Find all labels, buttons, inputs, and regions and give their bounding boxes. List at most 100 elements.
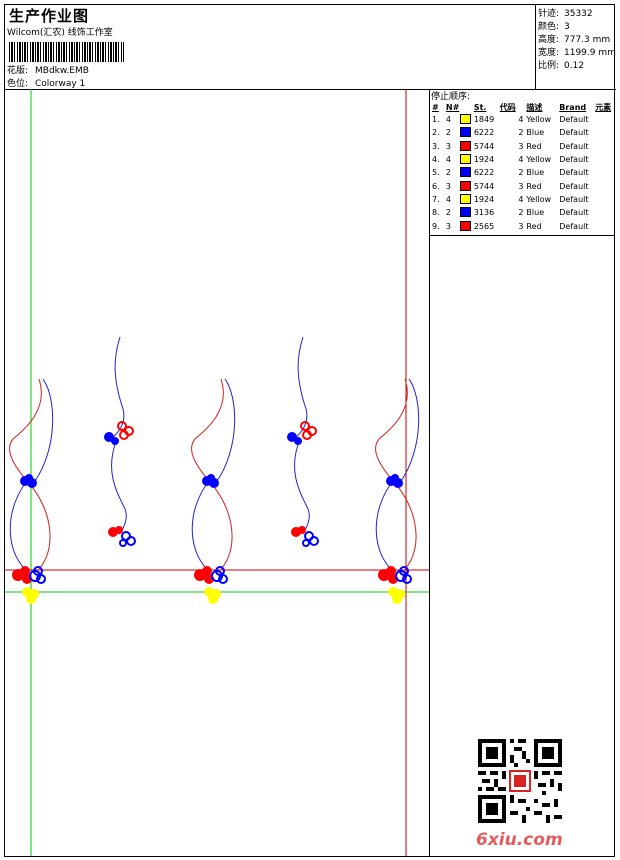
color-swatch bbox=[459, 193, 471, 204]
row-stitches: 6222 bbox=[473, 168, 495, 178]
row-brand: Default bbox=[559, 208, 589, 218]
row-swatch bbox=[459, 166, 474, 179]
color-swatch bbox=[459, 220, 471, 231]
stat-stitches-value: 35332 bbox=[564, 9, 593, 19]
col-brand: Brand bbox=[559, 102, 587, 112]
stop-sequence-title: 停止顺序: bbox=[431, 92, 471, 102]
qr-code-icon bbox=[478, 739, 562, 823]
colorway-value: Colorway 1 bbox=[35, 79, 86, 89]
embroidery-preview bbox=[5, 89, 429, 856]
color-swatch bbox=[459, 180, 471, 191]
header-subtitle: Wilcom(汇农) 线饰工作室 bbox=[7, 28, 113, 38]
col-stitches: St. bbox=[473, 102, 487, 112]
stat-width-label: 宽度: bbox=[538, 48, 560, 58]
row-brand: Default bbox=[559, 115, 589, 125]
col-code: 代码 bbox=[499, 102, 516, 112]
stat-colors-value: 3 bbox=[564, 22, 570, 32]
row-brand: Default bbox=[559, 168, 589, 178]
row-swatch bbox=[459, 113, 474, 126]
row-desc: Blue bbox=[526, 208, 545, 218]
stat-colors: 颜色: 3 bbox=[538, 19, 570, 32]
row-swatch bbox=[459, 193, 474, 206]
row-num: 5. bbox=[432, 168, 440, 178]
color-swatch bbox=[459, 114, 471, 125]
design-canvas[interactable] bbox=[5, 89, 430, 856]
row-code: 4 bbox=[518, 155, 524, 165]
row-desc: Red bbox=[526, 221, 542, 231]
row-element bbox=[595, 126, 615, 139]
row-num: 3. bbox=[432, 141, 440, 151]
stat-scale: 比例:0.12 bbox=[538, 58, 584, 71]
row-needle: 3 bbox=[445, 221, 451, 231]
stat-height-label: 高度: bbox=[538, 35, 560, 45]
stat-height: 高度: 777.3 mm bbox=[538, 32, 610, 45]
color-swatch bbox=[459, 140, 471, 151]
row-stitches: 6222 bbox=[473, 128, 495, 138]
col-needle: N# bbox=[445, 102, 460, 112]
pattern-value: MBdkw.EMB bbox=[35, 66, 89, 76]
stat-colors-label: 颜色: bbox=[538, 22, 560, 32]
colorway-line: 色位: Colorway 1 bbox=[7, 76, 85, 89]
row-num: 8. bbox=[432, 208, 440, 218]
row-needle: 4 bbox=[445, 194, 451, 204]
row-num: 7. bbox=[432, 194, 440, 204]
row-num: 4. bbox=[432, 155, 440, 165]
pattern-line: 花版:MBdkw.EMB bbox=[7, 63, 89, 76]
table-header-row: # N# St. 代码 描述 Brand 元素 bbox=[430, 101, 615, 113]
row-stitches: 1924 bbox=[473, 194, 495, 204]
motif-small-wave-2 bbox=[286, 336, 319, 547]
row-desc: Red bbox=[526, 181, 542, 191]
header: 生产作业图 Wilcom(汇农) 线饰工作室 花版:MBdkw.EMB 色位:C… bbox=[5, 5, 535, 90]
row-swatch bbox=[459, 140, 474, 153]
row-desc: Yellow bbox=[526, 194, 552, 204]
stats-panel: 针迹: 35332 颜色: 3 高度: 777.3 mm 宽度: 1199.9 mm 比… bbox=[535, 5, 616, 90]
row-element bbox=[595, 206, 615, 219]
row-stitches: 1924 bbox=[473, 155, 495, 165]
row-stitches: 5744 bbox=[473, 181, 495, 191]
row-stitches: 5744 bbox=[473, 141, 495, 151]
row-element bbox=[595, 113, 615, 126]
stat-scale-value: 0.12 bbox=[564, 61, 585, 71]
row-element bbox=[595, 219, 615, 232]
page-frame bbox=[4, 4, 615, 857]
row-desc: Red bbox=[526, 141, 542, 151]
row-stitches: 2565 bbox=[473, 221, 495, 231]
watermark-logo: 6xiu.com bbox=[476, 830, 563, 850]
col-desc: 描述 bbox=[526, 102, 543, 112]
row-code: 2 bbox=[518, 168, 524, 178]
row-code: 4 bbox=[518, 194, 524, 204]
color-swatch bbox=[459, 127, 471, 138]
row-stitches: 1849 bbox=[473, 115, 495, 125]
row-code: 3 bbox=[518, 221, 524, 231]
row-needle: 4 bbox=[445, 115, 451, 125]
barcode bbox=[9, 42, 124, 62]
row-num: 6. bbox=[432, 181, 440, 191]
row-swatch bbox=[459, 206, 474, 219]
row-swatch bbox=[459, 153, 474, 166]
row-needle: 4 bbox=[445, 155, 451, 165]
row-brand: Default bbox=[559, 194, 589, 204]
stat-stitches: 针迹: 35332 bbox=[538, 6, 593, 19]
stat-stitches-label: 针迹: bbox=[538, 9, 560, 19]
stat-width: 宽度: 1199.9 mm bbox=[538, 45, 616, 58]
color-swatch bbox=[459, 207, 471, 218]
row-code: 3 bbox=[518, 141, 524, 151]
row-num: 1. bbox=[432, 115, 440, 125]
colorway-label: 色位: bbox=[7, 79, 29, 89]
stat-height-value: 777.3 mm bbox=[564, 35, 611, 45]
stat-width-value: 1199.9 mm bbox=[564, 48, 616, 58]
row-element bbox=[595, 179, 615, 192]
row-element bbox=[595, 153, 615, 166]
row-needle: 3 bbox=[445, 141, 451, 151]
row-desc: Blue bbox=[526, 168, 545, 178]
